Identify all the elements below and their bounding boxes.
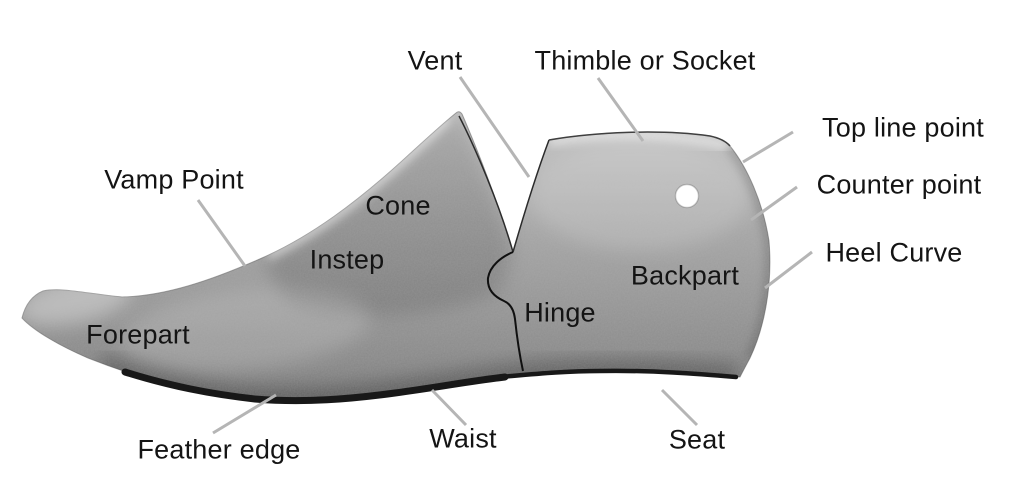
feather-edge-leader: [212, 393, 277, 435]
label-backpart: Backpart: [630, 260, 740, 291]
label-feather-edge: Feather edge: [137, 434, 301, 465]
seat-leader: [660, 388, 699, 427]
label-instep: Instep: [309, 244, 385, 275]
feather-edge-line: [121, 368, 509, 405]
label-counter-point: Counter point: [816, 169, 982, 200]
label-cone: Cone: [365, 190, 431, 221]
hinge-line: [486, 251, 524, 372]
thimble-leader: [596, 77, 645, 142]
thimble-hole: [674, 183, 700, 209]
label-top-line-point: Top line point: [822, 112, 984, 143]
label-heel-curve: Heel Curve: [825, 237, 963, 268]
label-vent: Vent: [407, 45, 463, 76]
counter-point-leader: [750, 185, 798, 222]
vent-notch-left-edge: [458, 115, 514, 253]
seat-edge-line: [497, 368, 739, 380]
waist-leader: [430, 388, 468, 427]
vamp-point-leader: [196, 199, 247, 267]
label-waist: Waist: [429, 423, 497, 454]
label-thimble: Thimble or Socket: [534, 45, 756, 76]
vent-notch-right-edge: [512, 139, 550, 253]
label-seat: Seat: [668, 424, 726, 455]
label-hinge: Hinge: [524, 297, 596, 328]
top-line-point-leader: [742, 130, 794, 164]
label-forepart: Forepart: [86, 319, 190, 350]
label-vamp-point: Vamp Point: [104, 164, 244, 195]
leader-lines: [196, 76, 813, 435]
vent-leader: [458, 76, 531, 178]
heel-curve-leader: [764, 250, 813, 290]
top-line-edge: [548, 131, 731, 147]
